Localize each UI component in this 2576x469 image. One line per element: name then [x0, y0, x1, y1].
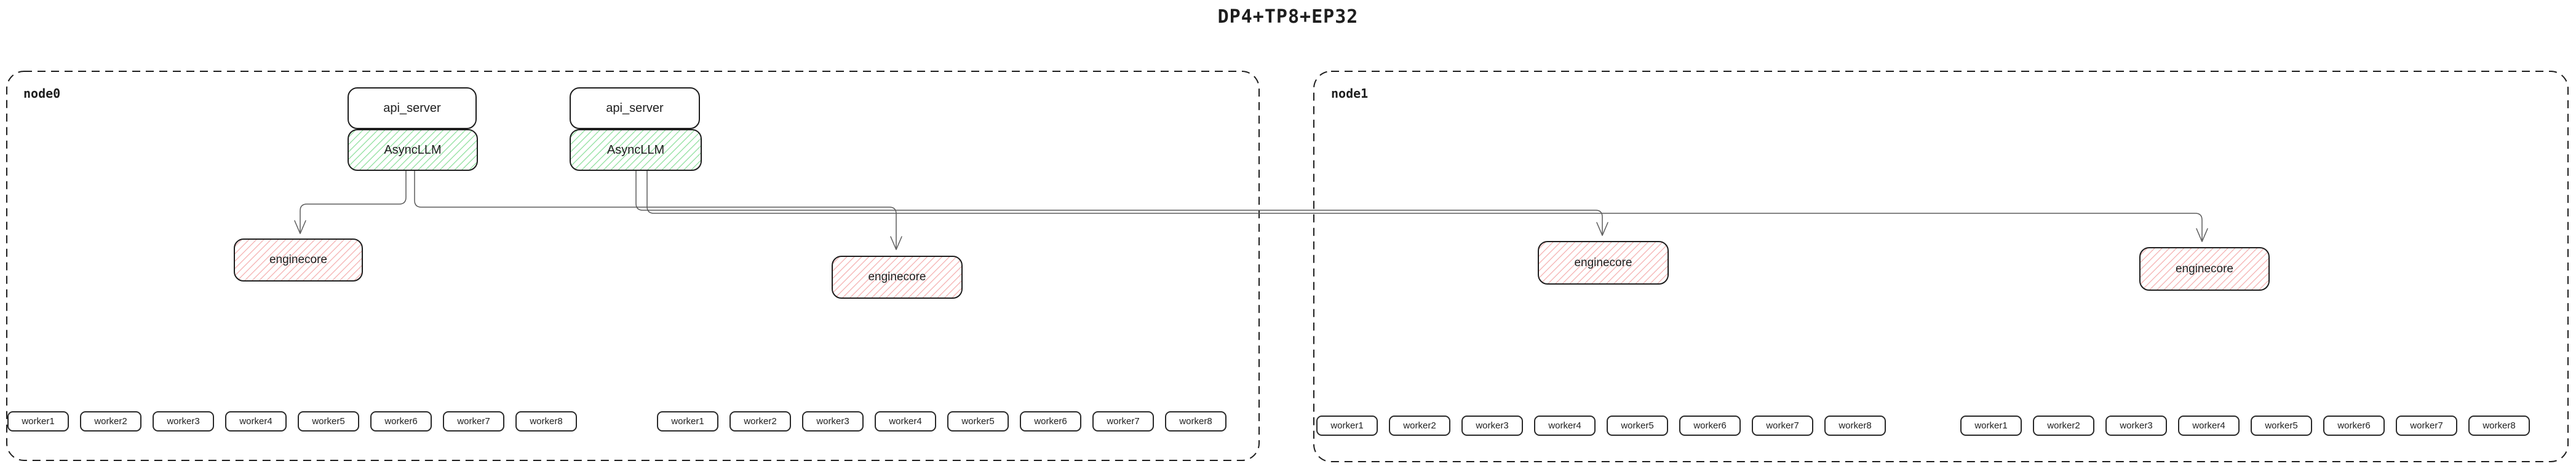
asyncllm-box: AsyncLLM — [348, 129, 478, 171]
edge-asyncllm1-to-enginecore2 — [414, 170, 897, 248]
arrowhead-icon — [1596, 222, 1608, 236]
worker-box: worker6 — [2323, 416, 2385, 436]
enginecore-box: enginecore — [832, 256, 963, 299]
edge-asyncllm2-to-enginecore3 — [635, 170, 1603, 234]
node0-label: node0 — [23, 86, 61, 101]
worker-box: worker3 — [2105, 416, 2167, 436]
worker-row: worker1 worker2 worker3 worker4 worker5 worke… — [7, 411, 577, 432]
worker-box: worker6 — [1020, 411, 1081, 432]
worker-box: worker2 — [80, 411, 141, 432]
worker-box: worker1 — [1960, 416, 2022, 436]
node0-container — [6, 71, 1260, 461]
worker-box: worker6 — [370, 411, 432, 432]
asyncllm-box: AsyncLLM — [570, 129, 702, 171]
worker-box: worker1 — [1316, 416, 1378, 436]
worker-box: worker1 — [7, 411, 69, 432]
worker-box: worker2 — [1389, 416, 1450, 436]
node1-label: node1 — [1331, 86, 1369, 101]
worker-box: worker8 — [2468, 416, 2530, 436]
worker-box: worker8 — [515, 411, 577, 432]
worker-box: worker7 — [443, 411, 504, 432]
worker-box: worker4 — [875, 411, 936, 432]
api-server-box: api_server — [348, 87, 477, 129]
api-server-box: api_server — [570, 87, 700, 129]
worker-box: worker7 — [2396, 416, 2457, 436]
edge-asyncllm1-to-enginecore1 — [300, 170, 407, 232]
worker-row: worker1 worker2 worker3 worker4 worker5 worke… — [657, 411, 1226, 432]
worker-box: worker5 — [298, 411, 359, 432]
worker-box: worker4 — [2178, 416, 2240, 436]
arrowhead-icon — [294, 220, 306, 234]
worker-box: worker7 — [1092, 411, 1154, 432]
worker-box: worker8 — [1824, 416, 1886, 436]
worker-box: worker7 — [1752, 416, 1813, 436]
arrowhead-icon — [2196, 228, 2208, 242]
worker-box: worker5 — [1607, 416, 1668, 436]
worker-box: worker5 — [2251, 416, 2312, 436]
worker-box: worker4 — [1534, 416, 1596, 436]
worker-box: worker6 — [1679, 416, 1741, 436]
worker-box: worker3 — [802, 411, 864, 432]
worker-box: worker2 — [729, 411, 791, 432]
worker-box: worker8 — [1165, 411, 1226, 432]
worker-box: worker1 — [657, 411, 718, 432]
enginecore-box: enginecore — [1538, 241, 1669, 285]
enginecore-box: enginecore — [2139, 247, 2270, 291]
worker-row: worker1 worker2 worker3 worker4 worker5 worke… — [1960, 416, 2530, 436]
diagram-title: DP4+TP8+EP32 — [1217, 6, 1359, 28]
worker-box: worker3 — [153, 411, 214, 432]
worker-row: worker1 worker2 worker3 worker4 worker5 worke… — [1316, 416, 1886, 436]
enginecore-box: enginecore — [234, 238, 363, 282]
arrowhead-icon — [890, 236, 902, 250]
worker-box: worker4 — [225, 411, 287, 432]
worker-box: worker5 — [947, 411, 1009, 432]
edge-asyncllm2-to-enginecore4 — [646, 170, 2203, 240]
worker-box: worker2 — [2033, 416, 2094, 436]
node1-container — [1313, 71, 2569, 462]
worker-box: worker3 — [1461, 416, 1523, 436]
